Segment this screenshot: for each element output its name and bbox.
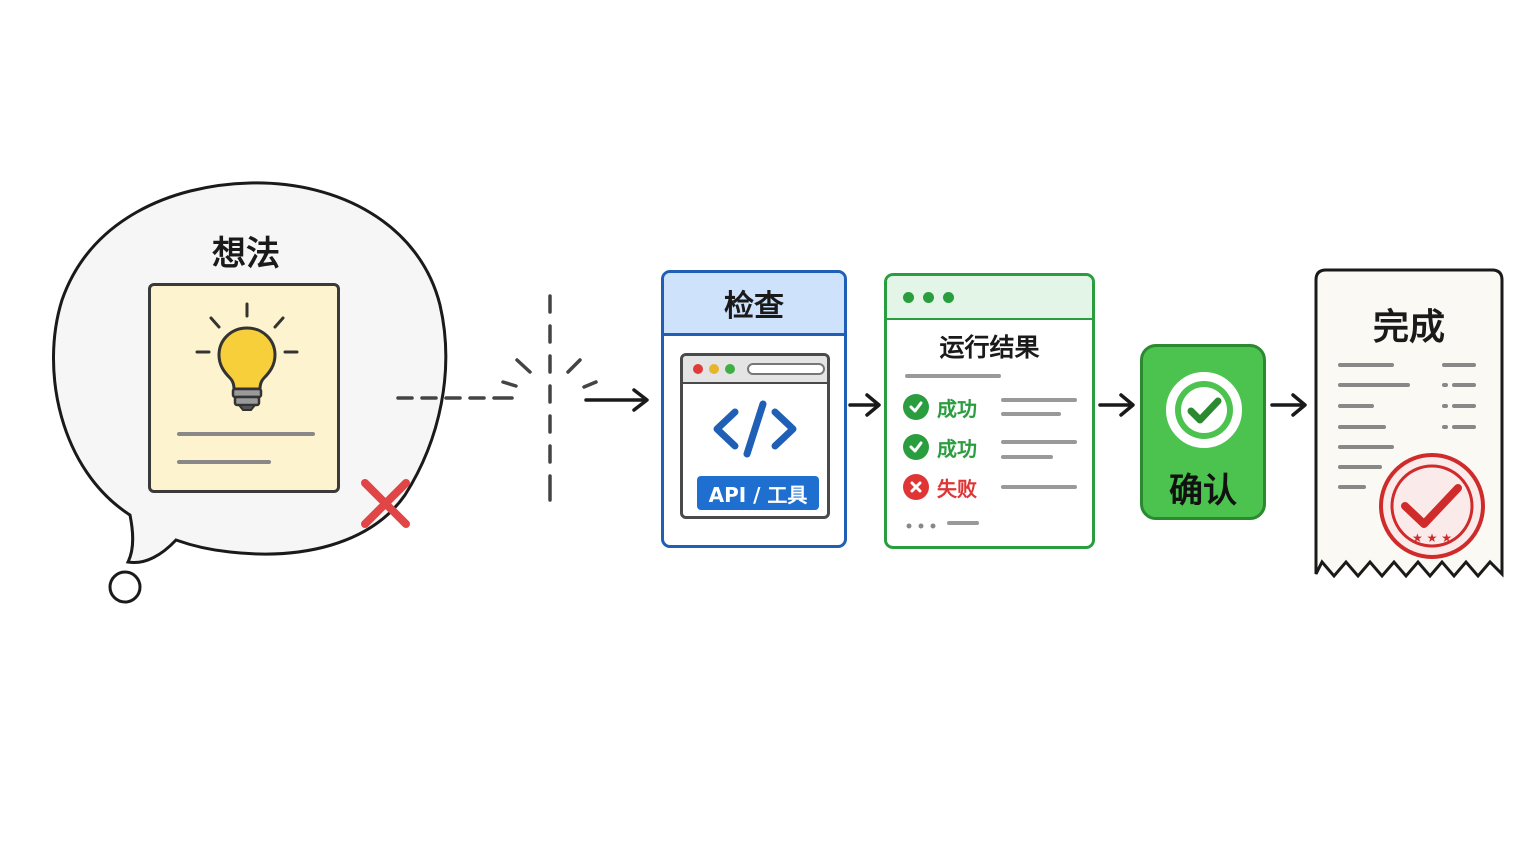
arrow-to-confirm xyxy=(1098,393,1135,417)
result-label: 成功 xyxy=(937,436,977,461)
inspect-panel: 检查 API / 工具 xyxy=(661,270,847,548)
browser-window: API / 工具 xyxy=(680,353,830,519)
check-circle-icon xyxy=(1166,372,1242,448)
broken-connector xyxy=(396,294,598,502)
check-circle-icon xyxy=(903,434,929,460)
window-dot xyxy=(923,292,934,303)
window-close-dot xyxy=(693,364,703,374)
arrow-to-done xyxy=(1270,393,1307,417)
window-maximize-dot xyxy=(725,364,735,374)
result-label: 成功 xyxy=(937,396,977,421)
close-icon xyxy=(361,479,410,528)
lightbulb-icon xyxy=(177,302,315,464)
thought-bubble-small xyxy=(108,570,142,604)
inspect-title: 检查 xyxy=(664,273,844,336)
arrow-to-inspect xyxy=(584,388,649,412)
window-dot xyxy=(943,292,954,303)
error-circle-icon xyxy=(903,474,929,500)
done-title: 完成 xyxy=(1372,307,1445,348)
results-titlebar xyxy=(887,276,1092,320)
code-icon xyxy=(713,400,797,458)
check-circle-icon xyxy=(903,394,929,420)
confirm-label: 确认 xyxy=(1169,471,1237,511)
results-panel: 运行结果 成功 成功 失败 xyxy=(884,273,1095,549)
receipt-lines xyxy=(1338,363,1476,489)
result-label: 失败 xyxy=(937,476,977,501)
stamp-check-icon: ★ ★ ★ xyxy=(1379,453,1485,559)
result-row-failure: 失败 xyxy=(903,473,977,501)
address-bar xyxy=(747,363,825,375)
results-lines xyxy=(905,374,1077,529)
flow-arrows xyxy=(584,388,1307,417)
browser-titlebar xyxy=(683,356,827,384)
result-row-success: 成功 xyxy=(903,393,977,421)
result-row-success: 成功 xyxy=(903,433,977,461)
window-dot xyxy=(903,292,914,303)
idea-card xyxy=(148,283,340,493)
window-minimize-dot xyxy=(709,364,719,374)
idea-title: 想法 xyxy=(212,234,280,274)
results-title: 运行结果 xyxy=(939,333,1040,362)
confirm-button[interactable]: 确认 xyxy=(1140,344,1266,520)
arrow-to-results xyxy=(848,393,881,417)
api-tools-badge: API / 工具 xyxy=(697,476,819,510)
svg-text:★ ★ ★: ★ ★ ★ xyxy=(1412,531,1452,545)
